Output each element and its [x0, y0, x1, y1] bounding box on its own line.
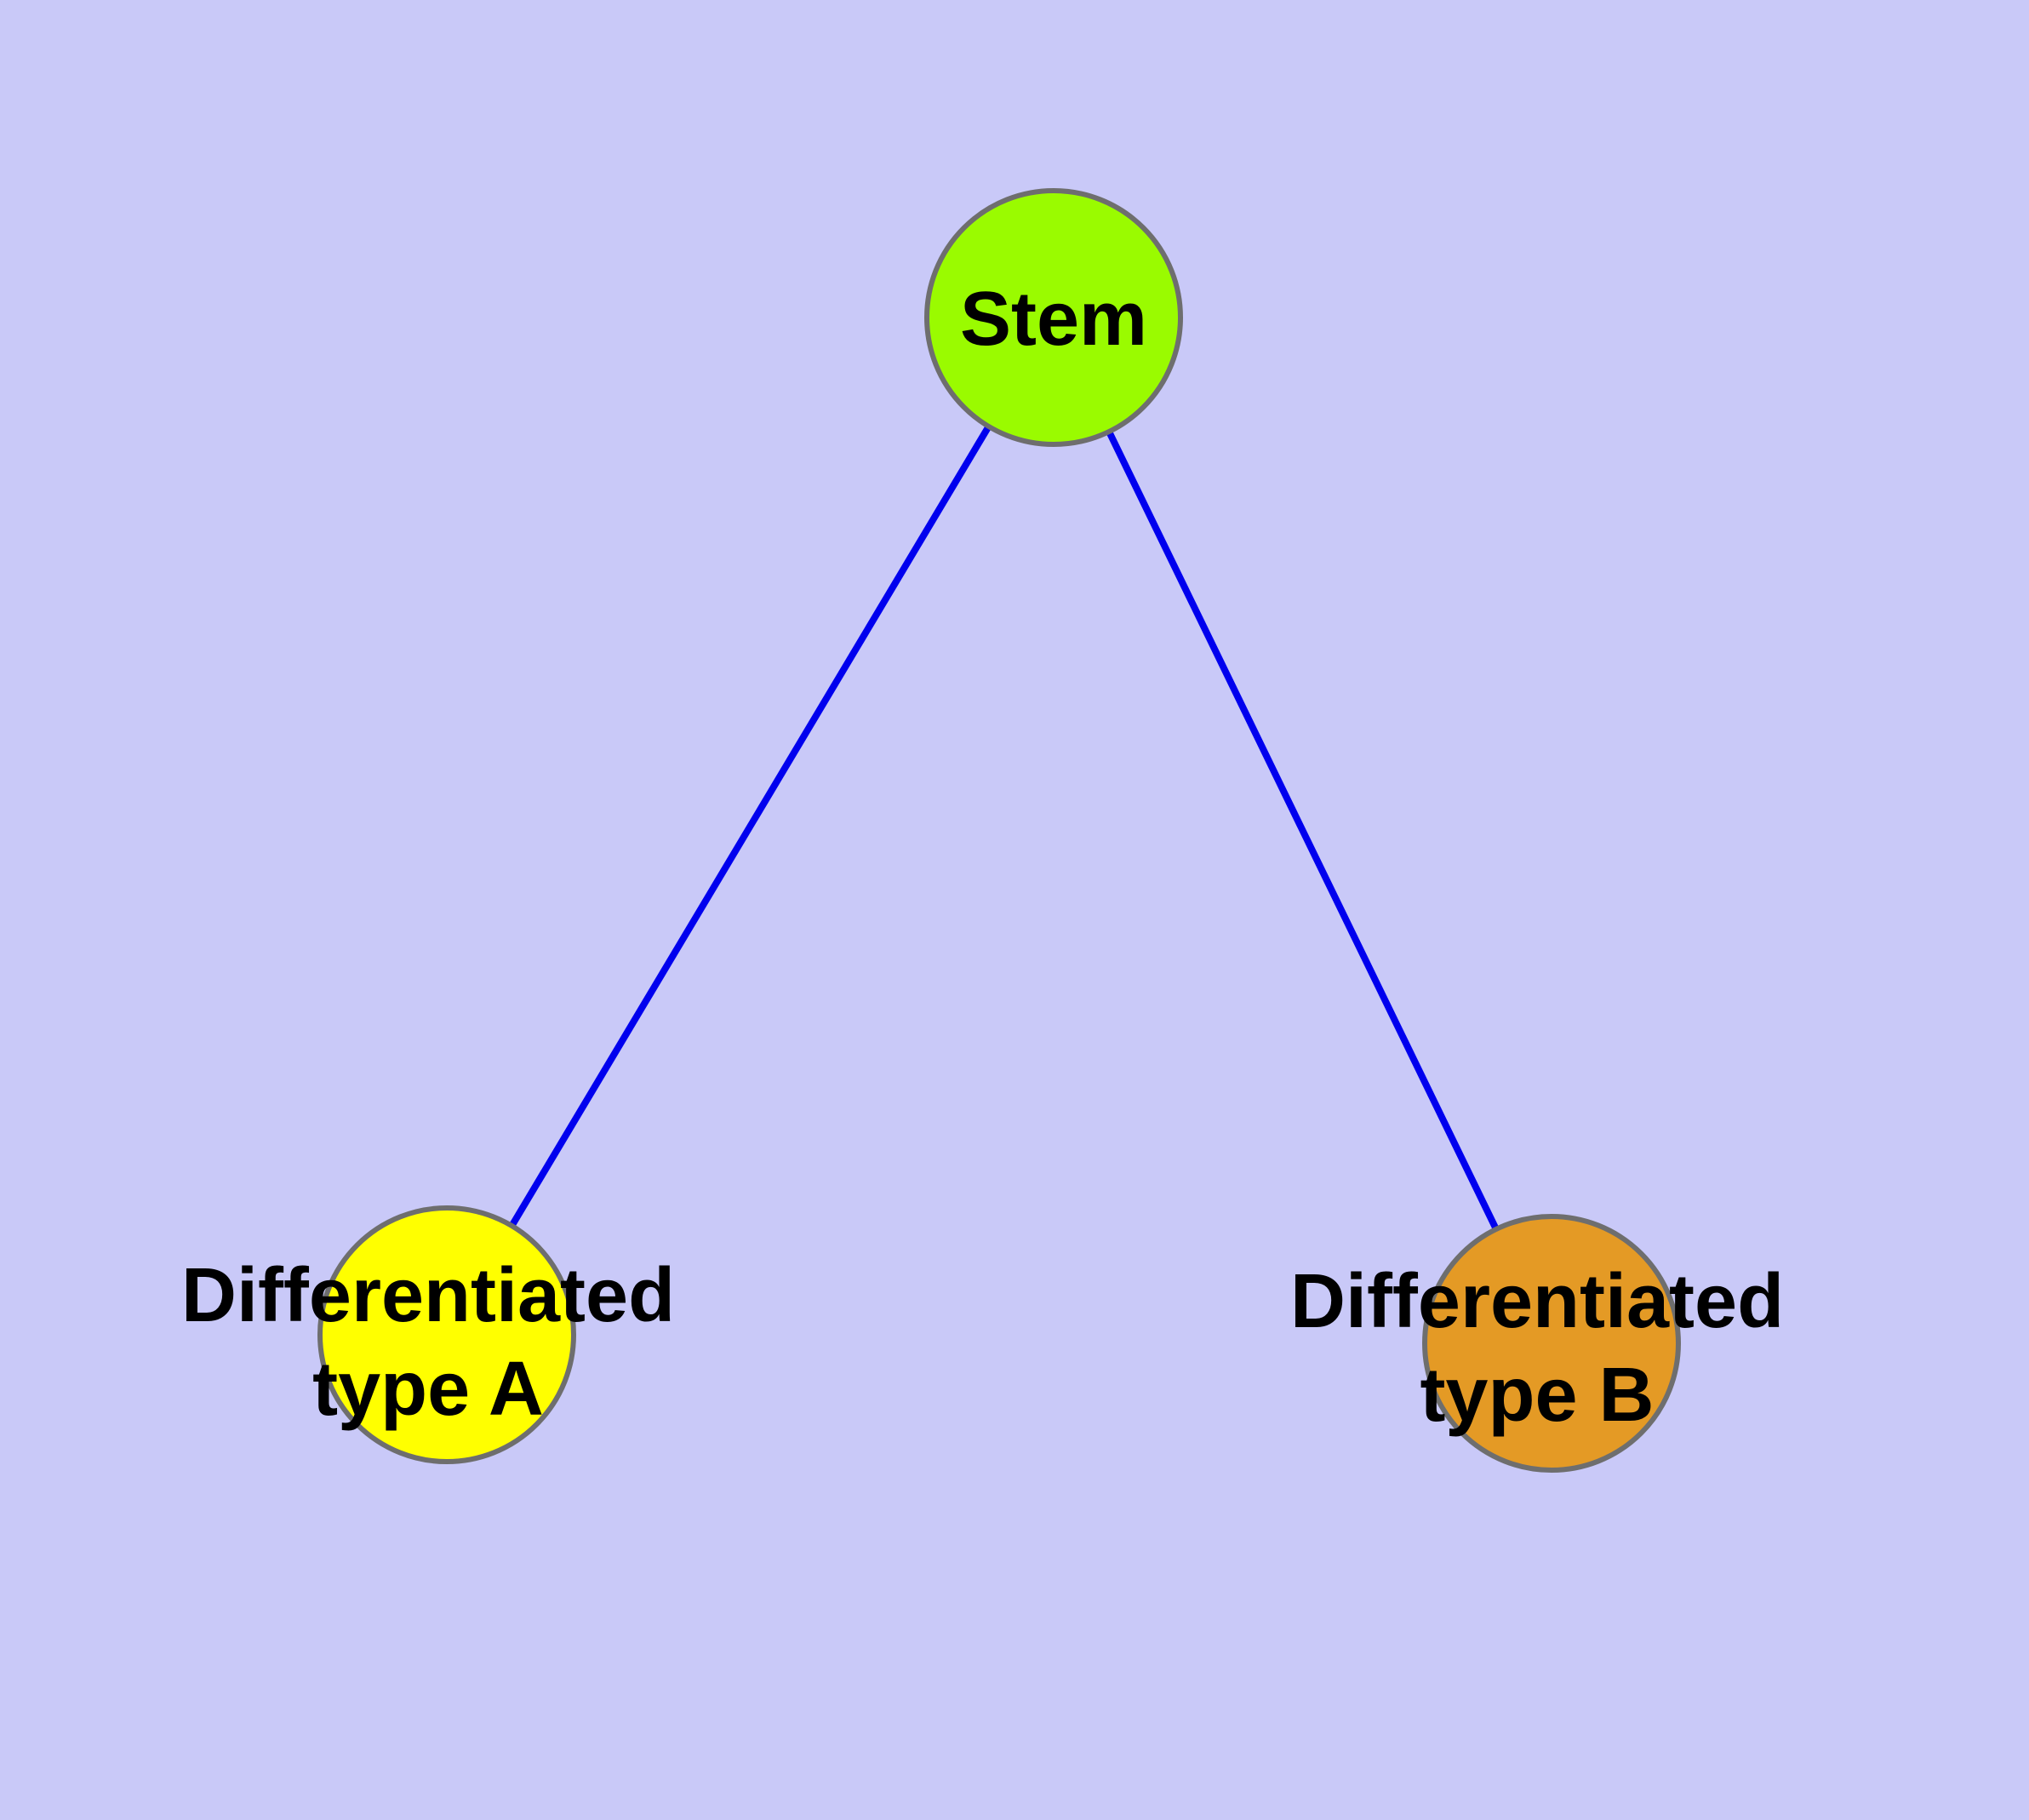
node-label-line: type A: [312, 1347, 544, 1432]
node-stem: [924, 188, 1183, 447]
node-label-differentiated-type-a: Differentiated type A: [181, 1250, 675, 1437]
node-label-line: Differentiated: [180, 1253, 676, 1339]
edge-stem-to-type-a: [443, 315, 1057, 1337]
node-label-stem: Stem: [959, 277, 1148, 363]
node-differentiated-type-a: [317, 1205, 576, 1464]
node-label-line: Differentiated: [1289, 1259, 1785, 1345]
node-differentiated-type-b: [1422, 1214, 1681, 1473]
node-label-line: type B: [1420, 1353, 1655, 1438]
node-label-differentiated-type-b: Differentiated type B: [1290, 1256, 1784, 1443]
edge-stem-to-type-b: [1050, 316, 1555, 1345]
